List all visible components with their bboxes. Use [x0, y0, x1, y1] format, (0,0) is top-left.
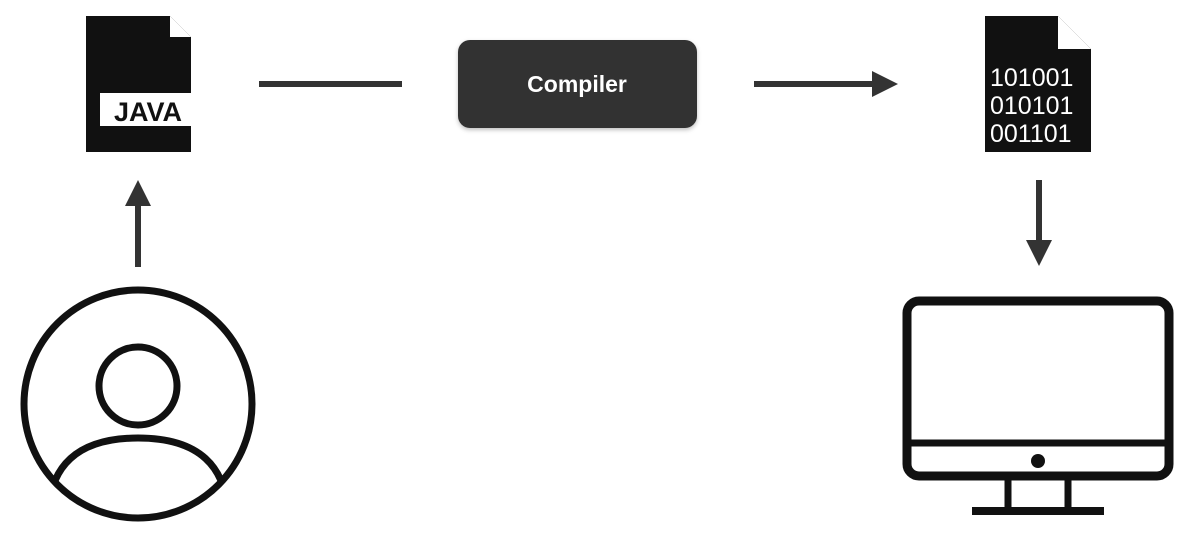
arrow-user-to-java: [125, 180, 151, 267]
binary-line-1: 101001: [990, 64, 1073, 92]
compiler-box: [458, 40, 697, 128]
arrow-compiler-to-binary: [754, 71, 898, 97]
compiler-label: Compiler: [527, 71, 627, 97]
binary-line-2: 010101: [990, 92, 1073, 120]
java-file-icon: JAVA: [86, 16, 191, 152]
user-avatar-icon: [20, 286, 256, 522]
binary-file-icon: 101001 010101 001101: [985, 16, 1091, 152]
desktop-computer-icon: [902, 296, 1174, 515]
binary-line-3: 001101: [990, 120, 1072, 148]
arrow-binary-to-computer: [1026, 180, 1052, 266]
java-file-label: JAVA: [114, 97, 182, 127]
